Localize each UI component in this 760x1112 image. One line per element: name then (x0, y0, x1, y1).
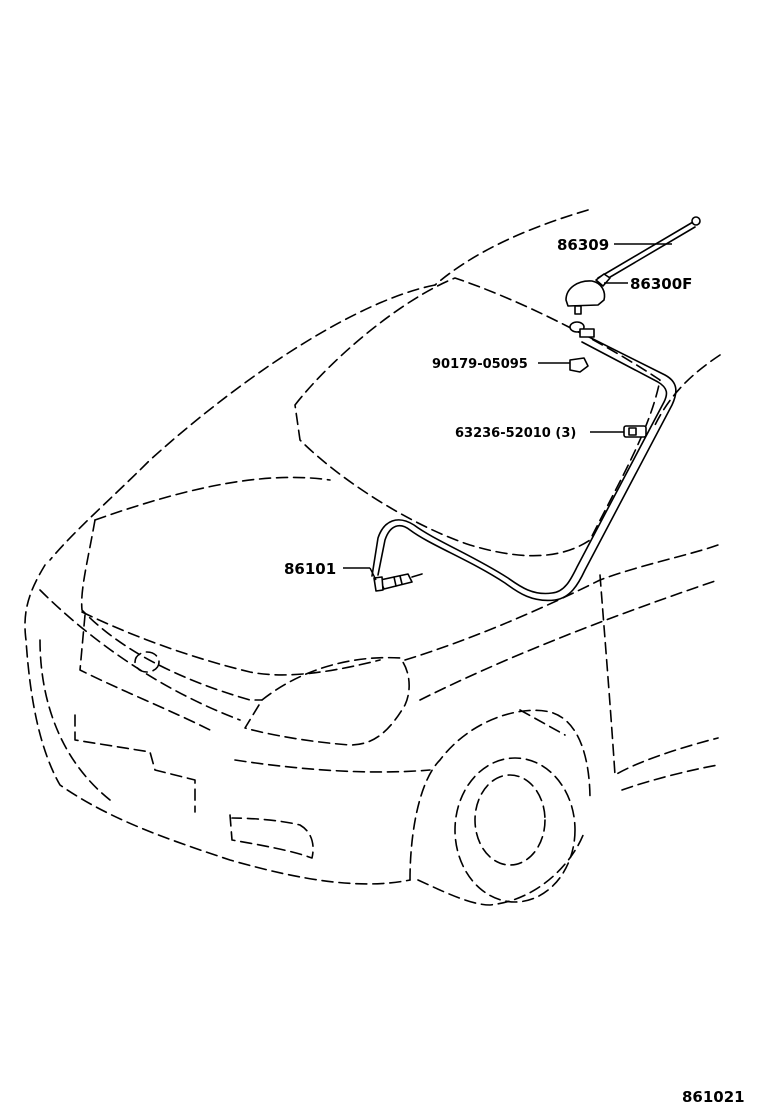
antenna-cable-line (371, 334, 677, 602)
clip-part (623, 425, 647, 438)
part-number-86101: 86101 (284, 560, 336, 578)
antenna-base-part (565, 273, 611, 315)
car-outline (24, 209, 721, 906)
part-number-90179-05095: 90179-05095 (432, 357, 528, 372)
part-number-63236-52010: 63236-52010 (3) (455, 426, 576, 441)
nut-part (569, 357, 589, 373)
antenna-rod-part (597, 216, 701, 284)
cable-connector-part (373, 573, 423, 592)
diagram-code: 861021 (682, 1088, 745, 1106)
antenna-mount-part (569, 321, 595, 338)
part-number-86309: 86309 (557, 236, 609, 254)
leader-lines (343, 243, 672, 581)
part-number-86300f: 86300F (630, 275, 692, 293)
